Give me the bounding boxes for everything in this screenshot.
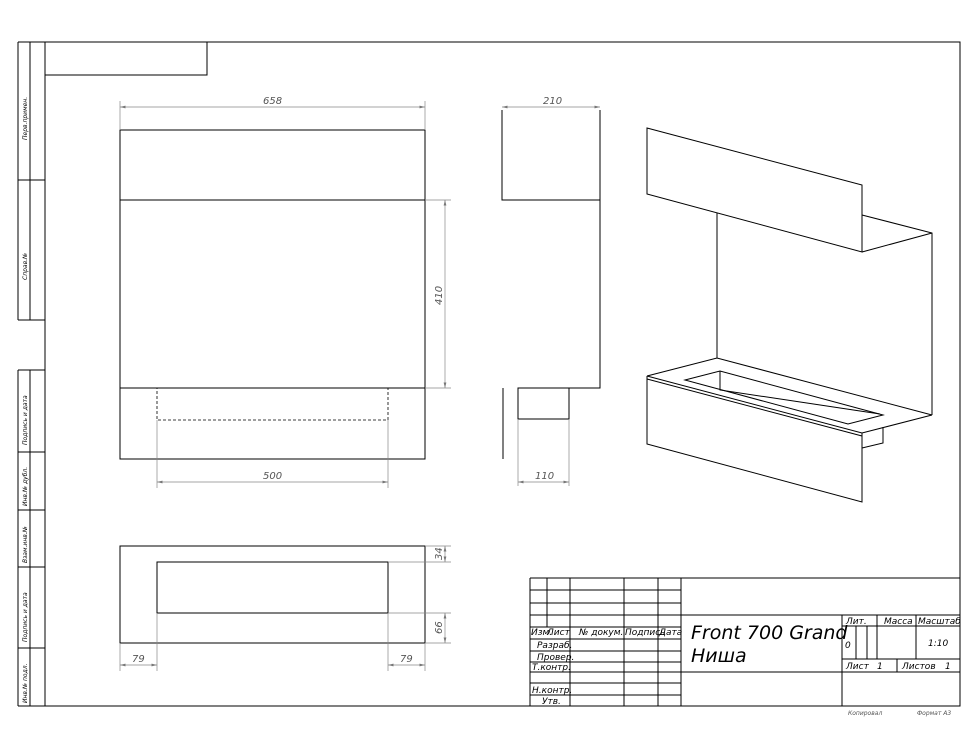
- role-tech-control: Т.контр.: [532, 663, 571, 673]
- header-doc: № докум.: [578, 628, 623, 638]
- scale-label: Масштаб: [918, 617, 961, 627]
- strip-label: Перв.примен.: [22, 97, 29, 140]
- side-view: 210 110: [501, 96, 601, 486]
- dim-burner-width: 500: [263, 471, 282, 482]
- dim-side-burner: 110: [535, 471, 554, 482]
- dim-height: 410: [434, 286, 445, 305]
- role-checker: Провер.: [537, 653, 574, 663]
- dim-plan-top: 34: [434, 547, 445, 560]
- format-label: Формат А3: [917, 710, 951, 717]
- sheet-label: Лист: [845, 662, 870, 672]
- isometric-view: [646, 127, 933, 503]
- role-developer: Разраб.: [537, 641, 572, 651]
- strip-label: Справ.№: [22, 253, 29, 280]
- role-norm-control: Н.контр.: [532, 686, 572, 696]
- dim-plan-left: 79: [132, 654, 145, 665]
- header-izm: Изм.: [531, 628, 552, 638]
- dim-plan-bottom: 66: [434, 621, 445, 634]
- dim-plan-right: 79: [400, 654, 413, 665]
- lit-label: Лит.: [845, 617, 867, 627]
- dim-side-depth: 210: [543, 96, 562, 107]
- title-block: Изм. Лист № докум. Подпись Дата Разраб. …: [529, 577, 961, 707]
- mass-label: Масса: [884, 617, 913, 627]
- strip-label: Взам.инв.№: [22, 526, 29, 563]
- header-date: Дата: [658, 628, 682, 638]
- front-view: 658 410 500: [119, 96, 451, 488]
- header-signature: Подпись: [625, 628, 665, 638]
- sheet-frame: [17, 41, 961, 707]
- role-approved: Утв.: [542, 697, 561, 707]
- scale-value: 1:10: [928, 639, 948, 649]
- sheets-label: Листов: [901, 662, 936, 672]
- header-list: Лист: [546, 628, 571, 638]
- strip-label: Инв.№ подл.: [22, 663, 29, 703]
- sheets-value: 1: [945, 662, 951, 672]
- strip-label: Инв.№ дубл.: [22, 467, 29, 506]
- plan-view: 34 66 79 79: [119, 545, 451, 671]
- side-strip-labels: Перв.примен. Справ.№ Подпись и дата Инв.…: [22, 97, 29, 703]
- drawing-subtitle: Ниша: [691, 645, 747, 667]
- copied-label: Копировал: [848, 710, 882, 717]
- strip-label: Подпись и дата: [22, 592, 29, 642]
- dim-front-width: 658: [263, 96, 282, 107]
- drawing-title: Front 700 Grand: [691, 622, 848, 644]
- sheet-value: 1: [877, 662, 883, 672]
- strip-label: Подпись и дата: [22, 395, 29, 445]
- lit-value: 0: [845, 641, 851, 651]
